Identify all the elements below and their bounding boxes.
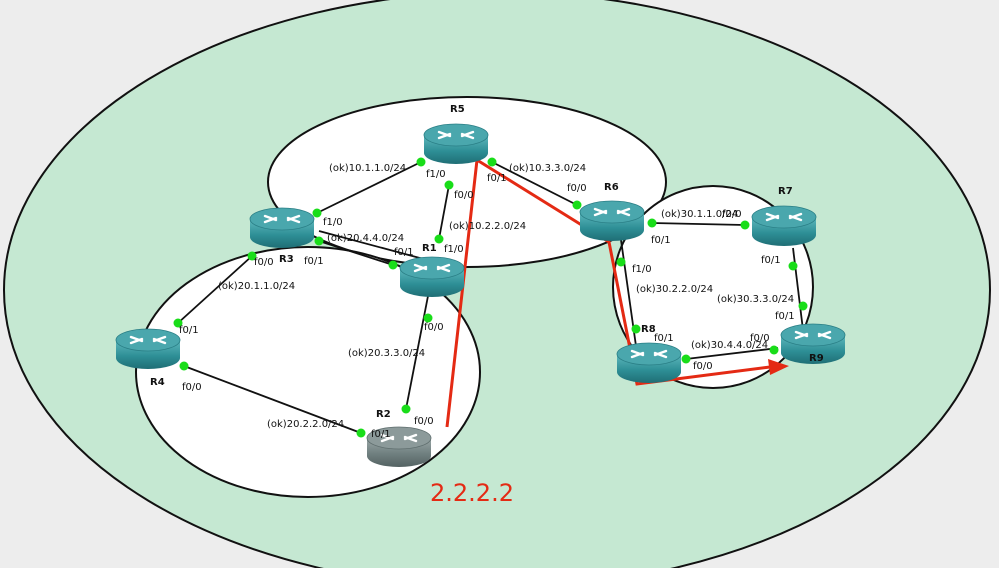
link-r6-r7[interactable] <box>651 222 746 226</box>
port-label: f0/0 <box>454 190 474 201</box>
link-r4-r2[interactable] <box>183 365 362 434</box>
subnet-label: (ok)20.3.3.0/24 <box>348 348 425 359</box>
port-label: f1/0 <box>444 244 464 255</box>
router-label: R5 <box>450 104 465 115</box>
port-dot[interactable] <box>416 157 426 167</box>
port-dot[interactable] <box>356 428 366 438</box>
subnet-label: (ok)20.4.4.0/24 <box>327 233 404 244</box>
subnet-label: (ok)10.3.3.0/24 <box>509 163 586 174</box>
subnet-label: (ok)30.2.2.0/24 <box>636 284 713 295</box>
port-label: f1/0 <box>426 169 446 180</box>
subnet-label: (ok)20.1.1.0/24 <box>218 281 295 292</box>
router-label: R9 <box>809 353 824 364</box>
link-r5-r1[interactable] <box>438 184 450 240</box>
port-label: f1/0 <box>632 264 652 275</box>
router-label: R4 <box>150 377 165 388</box>
path-arrowhead <box>768 359 789 375</box>
router-r7[interactable] <box>751 205 817 247</box>
router-r1[interactable] <box>399 256 465 298</box>
port-label: f0/1 <box>304 256 324 267</box>
subnet-label: (ok)10.1.1.0/24 <box>329 163 406 174</box>
port-label: f0/0 <box>722 209 742 220</box>
port-dots <box>173 157 808 438</box>
port-label: f0/0 <box>750 333 770 344</box>
link-r3-r4[interactable] <box>177 255 253 324</box>
port-dot[interactable] <box>681 354 691 364</box>
port-label: f1/0 <box>323 217 343 228</box>
port-dot[interactable] <box>312 208 322 218</box>
link-r5-r6[interactable] <box>491 161 578 206</box>
router-r5[interactable] <box>423 123 489 165</box>
port-dot[interactable] <box>572 200 582 210</box>
link-r8-r9[interactable] <box>685 347 779 360</box>
overlay-address-text: 2.2.2.2 <box>430 479 514 507</box>
subnet-label: (ok)30.1.1.0/24 <box>661 209 738 220</box>
link-r3-r1-a[interactable] <box>318 230 432 262</box>
port-label: f0/0 <box>693 361 713 372</box>
router-label: R1 <box>422 243 437 254</box>
port-dot[interactable] <box>647 218 657 228</box>
router-r6[interactable] <box>579 200 645 242</box>
router-r8[interactable] <box>616 342 682 384</box>
port-dot[interactable] <box>423 313 433 323</box>
highlighted-path <box>445 157 771 428</box>
port-dot[interactable] <box>444 180 454 190</box>
router-label: R3 <box>279 254 294 265</box>
port-dot[interactable] <box>173 318 183 328</box>
port-dot[interactable] <box>616 257 626 267</box>
port-label: f0/0 <box>182 382 202 393</box>
port-dot[interactable] <box>179 361 189 371</box>
subnet-label: (ok)30.4.4.0/24 <box>691 340 768 351</box>
router-label: R8 <box>641 324 656 335</box>
port-label: f0/1 <box>394 247 414 258</box>
port-dot[interactable] <box>434 234 444 244</box>
port-dot[interactable] <box>769 345 779 355</box>
port-dot[interactable] <box>247 251 257 261</box>
subnet-label: (ok)20.2.2.0/24 <box>267 419 344 430</box>
port-label: f0/0 <box>414 416 434 427</box>
port-dot[interactable] <box>798 301 808 311</box>
link-r5-r3[interactable] <box>316 161 422 214</box>
link-r1-r2[interactable] <box>405 295 429 410</box>
router-r4[interactable] <box>115 328 181 370</box>
router-label: R7 <box>778 186 793 197</box>
port-label: f0/1 <box>179 325 199 336</box>
port-label: f0/1 <box>651 235 671 246</box>
port-dot[interactable] <box>788 261 798 271</box>
port-label: f0/0 <box>254 257 274 268</box>
port-dot[interactable] <box>631 324 641 334</box>
port-dot[interactable] <box>388 260 398 270</box>
port-label: f0/1 <box>487 173 507 184</box>
port-label: f0/1 <box>775 311 795 322</box>
router-r3[interactable] <box>249 207 315 249</box>
links <box>177 161 804 434</box>
port-label: f0/0 <box>567 183 587 194</box>
port-label: f0/1 <box>371 429 391 440</box>
router-label: R6 <box>604 182 619 193</box>
port-dot[interactable] <box>740 220 750 230</box>
link-r7-r9[interactable] <box>792 247 804 331</box>
port-dot[interactable] <box>401 404 411 414</box>
port-dot[interactable] <box>314 236 324 246</box>
router-label: R2 <box>376 409 391 420</box>
port-dot[interactable] <box>487 157 497 167</box>
port-label: f0/0 <box>424 322 444 333</box>
area-r5-backbone <box>267 96 667 268</box>
subnet-label: (ok)30.3.3.0/24 <box>717 294 794 305</box>
link-r3-r1-b[interactable] <box>318 240 394 266</box>
port-label: f0/1 <box>761 255 781 266</box>
port-label: f0/1 <box>654 333 674 344</box>
subnet-label: (ok)10.2.2.0/24 <box>449 221 526 232</box>
